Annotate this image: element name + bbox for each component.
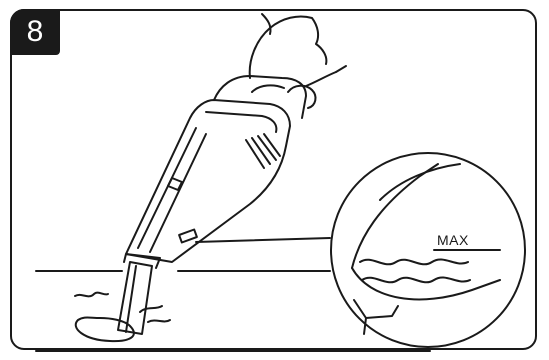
magnifier-callout-icon xyxy=(331,153,525,347)
max-fill-label: MAX xyxy=(437,232,469,248)
callout-connector xyxy=(196,238,330,242)
handheld-vacuum-icon xyxy=(126,66,346,262)
hand-icon xyxy=(250,14,327,108)
